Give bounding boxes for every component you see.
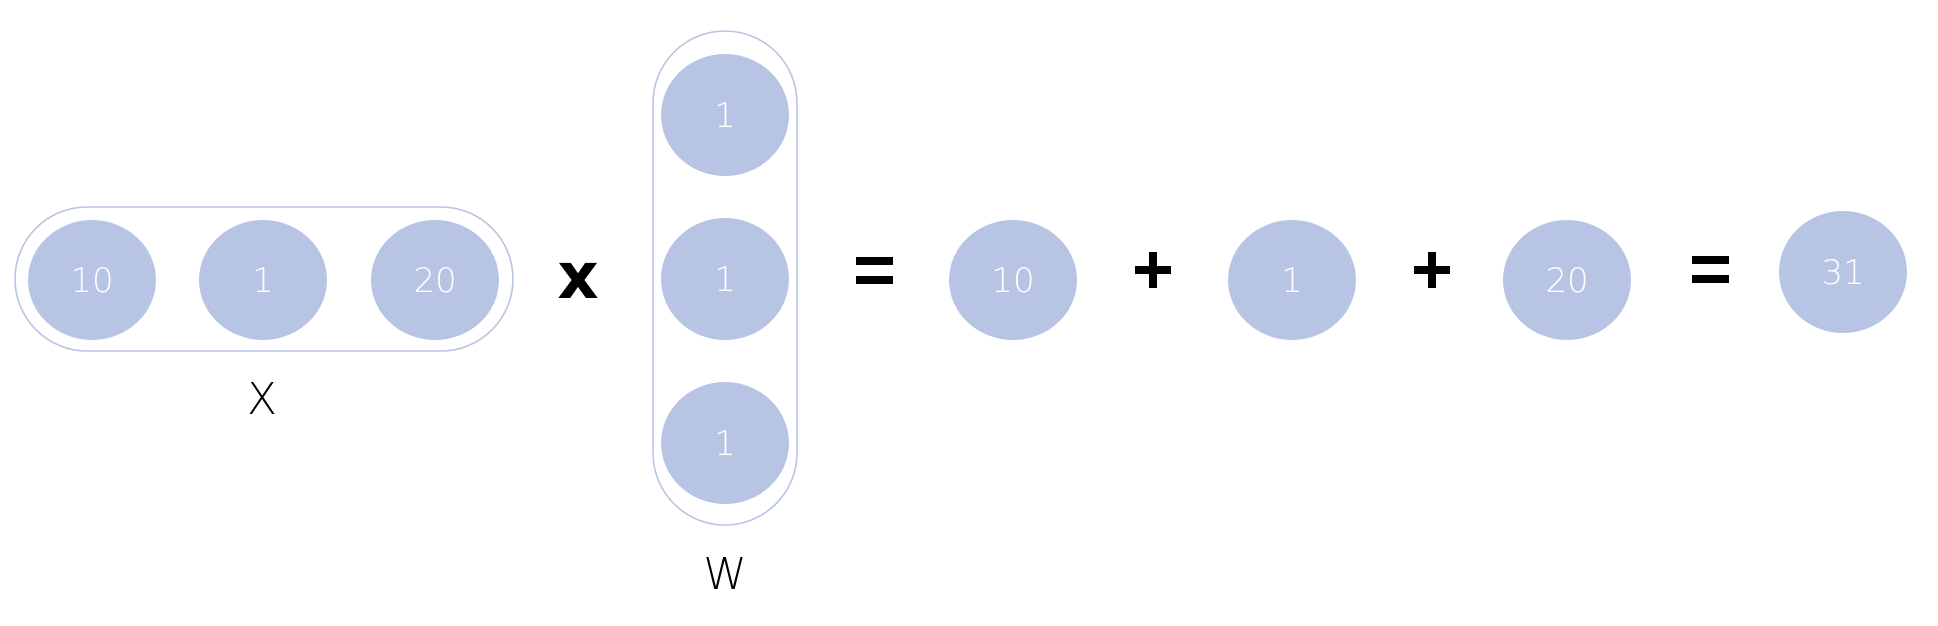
vector-x-value-2: 1 (252, 261, 274, 301)
equals-operator-1 (856, 257, 893, 284)
plus-operator-2 (1414, 252, 1450, 288)
result-node: 31 (1779, 211, 1907, 333)
product-value-3: 20 (1545, 261, 1588, 301)
vector-x-capsule (14, 206, 514, 352)
product-node-2: 1 (1228, 220, 1356, 340)
vector-w-label: W (703, 549, 747, 600)
multiply-operator: x (557, 240, 598, 314)
vector-w-value-2: 1 (714, 260, 736, 300)
vector-x-label: X (247, 374, 277, 425)
vector-w-node-2: 1 (661, 218, 789, 340)
product-value-2: 1 (1281, 261, 1303, 301)
vector-x-node-1: 10 (28, 220, 156, 340)
vector-x-node-2: 1 (199, 220, 327, 340)
product-value-1: 10 (991, 261, 1034, 301)
equals-operator-2 (1692, 256, 1729, 283)
vector-w-value-1: 1 (714, 96, 736, 136)
product-node-1: 10 (949, 220, 1077, 340)
vector-x-value-1: 10 (70, 261, 113, 301)
result-value: 31 (1821, 253, 1864, 293)
vector-w-capsule (652, 30, 798, 526)
vector-x-value-3: 20 (413, 261, 456, 301)
product-node-3: 20 (1503, 220, 1631, 340)
vector-w-node-1: 1 (661, 54, 789, 176)
vector-w-node-3: 1 (661, 382, 789, 504)
plus-operator-1 (1135, 252, 1171, 288)
vector-x-node-3: 20 (371, 220, 499, 340)
vector-w-value-3: 1 (714, 424, 736, 464)
